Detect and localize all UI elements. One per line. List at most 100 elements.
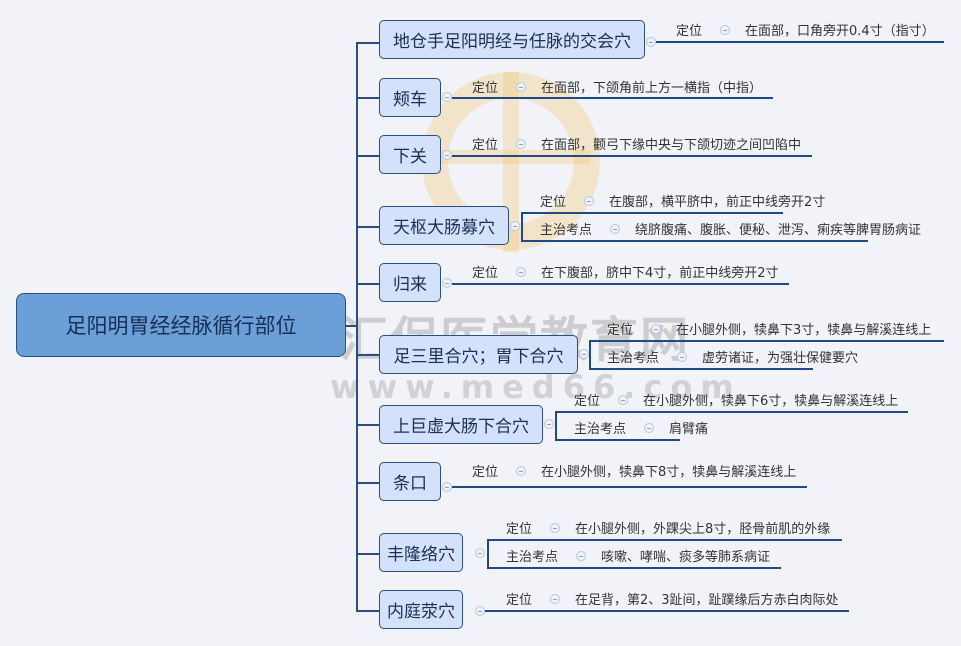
detail-label: 定位: [472, 81, 499, 96]
branch-connector: [356, 42, 379, 44]
branch-connector: [356, 482, 379, 484]
root-topic[interactable]: 足阳明胃经经脉循行部位: [16, 293, 346, 357]
collapse-icon[interactable]: [516, 465, 527, 476]
collapse-icon[interactable]: [644, 422, 655, 433]
detail-label: 定位: [472, 266, 499, 281]
branch-line: [656, 41, 944, 43]
detail-label: 主治考点: [607, 351, 660, 366]
detail-text: 咳嗽、哮喘、痰多等肺系病证: [601, 550, 771, 565]
branch-line: [487, 567, 781, 569]
detail-text: 虚劳诸证，为强壮保健要穴: [702, 351, 859, 366]
detail-label: 定位: [506, 593, 533, 608]
branch-connector: [356, 283, 379, 285]
collapse-icon[interactable]: [544, 419, 554, 429]
topic-neiting[interactable]: 内庭荥穴: [379, 590, 463, 629]
bracket-line: [555, 411, 557, 440]
detail-row: 主治考点 绕脐腹痛、腹胀、便秘、泄泻、痢疾等脾胃肠病证: [540, 219, 921, 238]
branch-connector: [356, 424, 379, 426]
collapse-icon[interactable]: [651, 323, 662, 334]
collapse-icon[interactable]: [475, 548, 485, 558]
branch-line: [521, 240, 868, 242]
branch-line: [452, 155, 812, 157]
collapse-icon[interactable]: [584, 195, 595, 206]
detail-label: 主治考点: [540, 223, 593, 238]
bracket-line: [521, 212, 523, 241]
detail-text: 在腹部，横平脐中，前正中线旁开2寸: [609, 195, 826, 210]
branch-connector: [356, 354, 379, 356]
branch-line: [555, 439, 680, 441]
topic-guilai[interactable]: 归来: [379, 263, 441, 302]
watermark-url: www.med66.com: [330, 368, 742, 406]
detail-row: 定位 在面部，口角旁开0.4寸（指寸）: [676, 20, 935, 39]
branch-line: [485, 610, 849, 612]
collapse-icon[interactable]: [442, 278, 452, 288]
branch-line: [521, 212, 783, 214]
detail-text: 在小腿外侧，犊鼻下3寸，犊鼻与解溪连线上: [676, 323, 932, 338]
collapse-icon[interactable]: [510, 221, 520, 231]
detail-label: 定位: [472, 465, 499, 480]
topic-tianshu[interactable]: 天枢大肠募穴: [379, 206, 509, 245]
detail-row: 定位 在面部，下颌角前上方一横指（中指）: [472, 77, 762, 96]
detail-text: 在面部，颧弓下缘中央与下颌切迹之间凹陷中: [541, 138, 802, 153]
detail-text: 在小腿外侧，外踝尖上8寸，胫骨前肌的外缘: [575, 522, 831, 537]
detail-label: 定位: [472, 138, 499, 153]
topic-fenglong[interactable]: 丰隆络穴: [379, 533, 463, 572]
topic-xiaguan[interactable]: 下关: [379, 135, 441, 174]
topic-zusanli[interactable]: 足三里合穴；胃下合穴: [379, 335, 578, 374]
detail-text: 在面部，口角旁开0.4寸（指寸）: [745, 24, 935, 39]
branch-connector: [356, 610, 379, 612]
detail-text: 在下腹部，脐中下4寸，前正中线旁开2寸: [541, 266, 779, 281]
collapse-icon[interactable]: [475, 606, 485, 616]
detail-text: 绕脐腹痛、腹胀、便秘、泄泻、痢疾等脾胃肠病证: [635, 223, 922, 238]
collapse-icon[interactable]: [550, 593, 561, 604]
branch-line: [487, 539, 842, 541]
collapse-icon[interactable]: [576, 550, 587, 561]
branch-connector: [356, 155, 379, 157]
detail-text: 在面部，下颌角前上方一横指（中指）: [541, 81, 763, 96]
trunk-connector: [356, 42, 358, 610]
branch-line: [452, 283, 789, 285]
detail-text: 在足背，第2、3趾间，趾蹼缘后方赤白肉际处: [575, 593, 839, 608]
detail-row: 定位在小腿外侧，外踝尖上8寸，胫骨前肌的外缘: [506, 518, 830, 537]
collapse-icon[interactable]: [610, 223, 621, 234]
collapse-icon[interactable]: [516, 81, 527, 92]
collapse-icon[interactable]: [618, 394, 629, 405]
collapse-icon[interactable]: [516, 266, 527, 277]
root-connector: [346, 325, 356, 327]
detail-row: 定位 在小腿外侧，犊鼻下3寸，犊鼻与解溪连线上: [607, 319, 931, 338]
detail-row: 定位 在下腹部，脐中下4寸，前正中线旁开2寸: [472, 262, 779, 281]
branch-connector: [356, 97, 379, 99]
detail-text: 肩臂痛: [669, 422, 709, 437]
detail-label: 定位: [607, 323, 634, 338]
detail-label: 主治考点: [506, 550, 559, 565]
branch-line: [589, 340, 944, 342]
topic-tiaokou[interactable]: 条口: [379, 462, 441, 501]
detail-row: 定位 在足背，第2、3趾间，趾蹼缘后方赤白肉际处: [506, 589, 839, 608]
collapse-icon[interactable]: [442, 150, 452, 160]
detail-row: 定位 在面部，颧弓下缘中央与下颌切迹之间凹陷中: [472, 134, 801, 153]
branch-connector: [356, 553, 379, 555]
collapse-icon[interactable]: [442, 482, 452, 492]
detail-label: 定位: [574, 394, 601, 409]
branch-connector: [356, 226, 379, 228]
bracket-line: [487, 539, 489, 568]
collapse-icon[interactable]: [550, 522, 561, 533]
collapse-icon[interactable]: [442, 92, 452, 102]
watermark-logo-bar: [430, 150, 590, 164]
detail-row: 定位在小腿外侧，犊鼻下8寸，犊鼻与解溪连线上: [472, 461, 796, 480]
branch-line: [452, 97, 773, 99]
topic-dicang[interactable]: 地仓手足阳明经与任脉的交会穴: [379, 20, 645, 59]
collapse-icon[interactable]: [579, 349, 589, 359]
collapse-icon[interactable]: [646, 37, 656, 47]
topic-jiache[interactable]: 颊车: [379, 78, 441, 117]
topic-shangjuxu[interactable]: 上巨虚大肠下合穴: [379, 405, 543, 444]
detail-label: 主治考点: [574, 422, 627, 437]
detail-row: 主治考点 肩臂痛: [574, 418, 708, 437]
branch-line: [555, 411, 908, 413]
detail-label: 定位: [676, 24, 703, 39]
detail-row: 定位在小腿外侧，犊鼻下6寸，犊鼻与解溪连线上: [574, 390, 898, 409]
collapse-icon[interactable]: [720, 24, 731, 35]
collapse-icon[interactable]: [677, 351, 688, 362]
detail-row: 主治考点 咳嗽、哮喘、痰多等肺系病证: [506, 546, 770, 565]
collapse-icon[interactable]: [516, 138, 527, 149]
